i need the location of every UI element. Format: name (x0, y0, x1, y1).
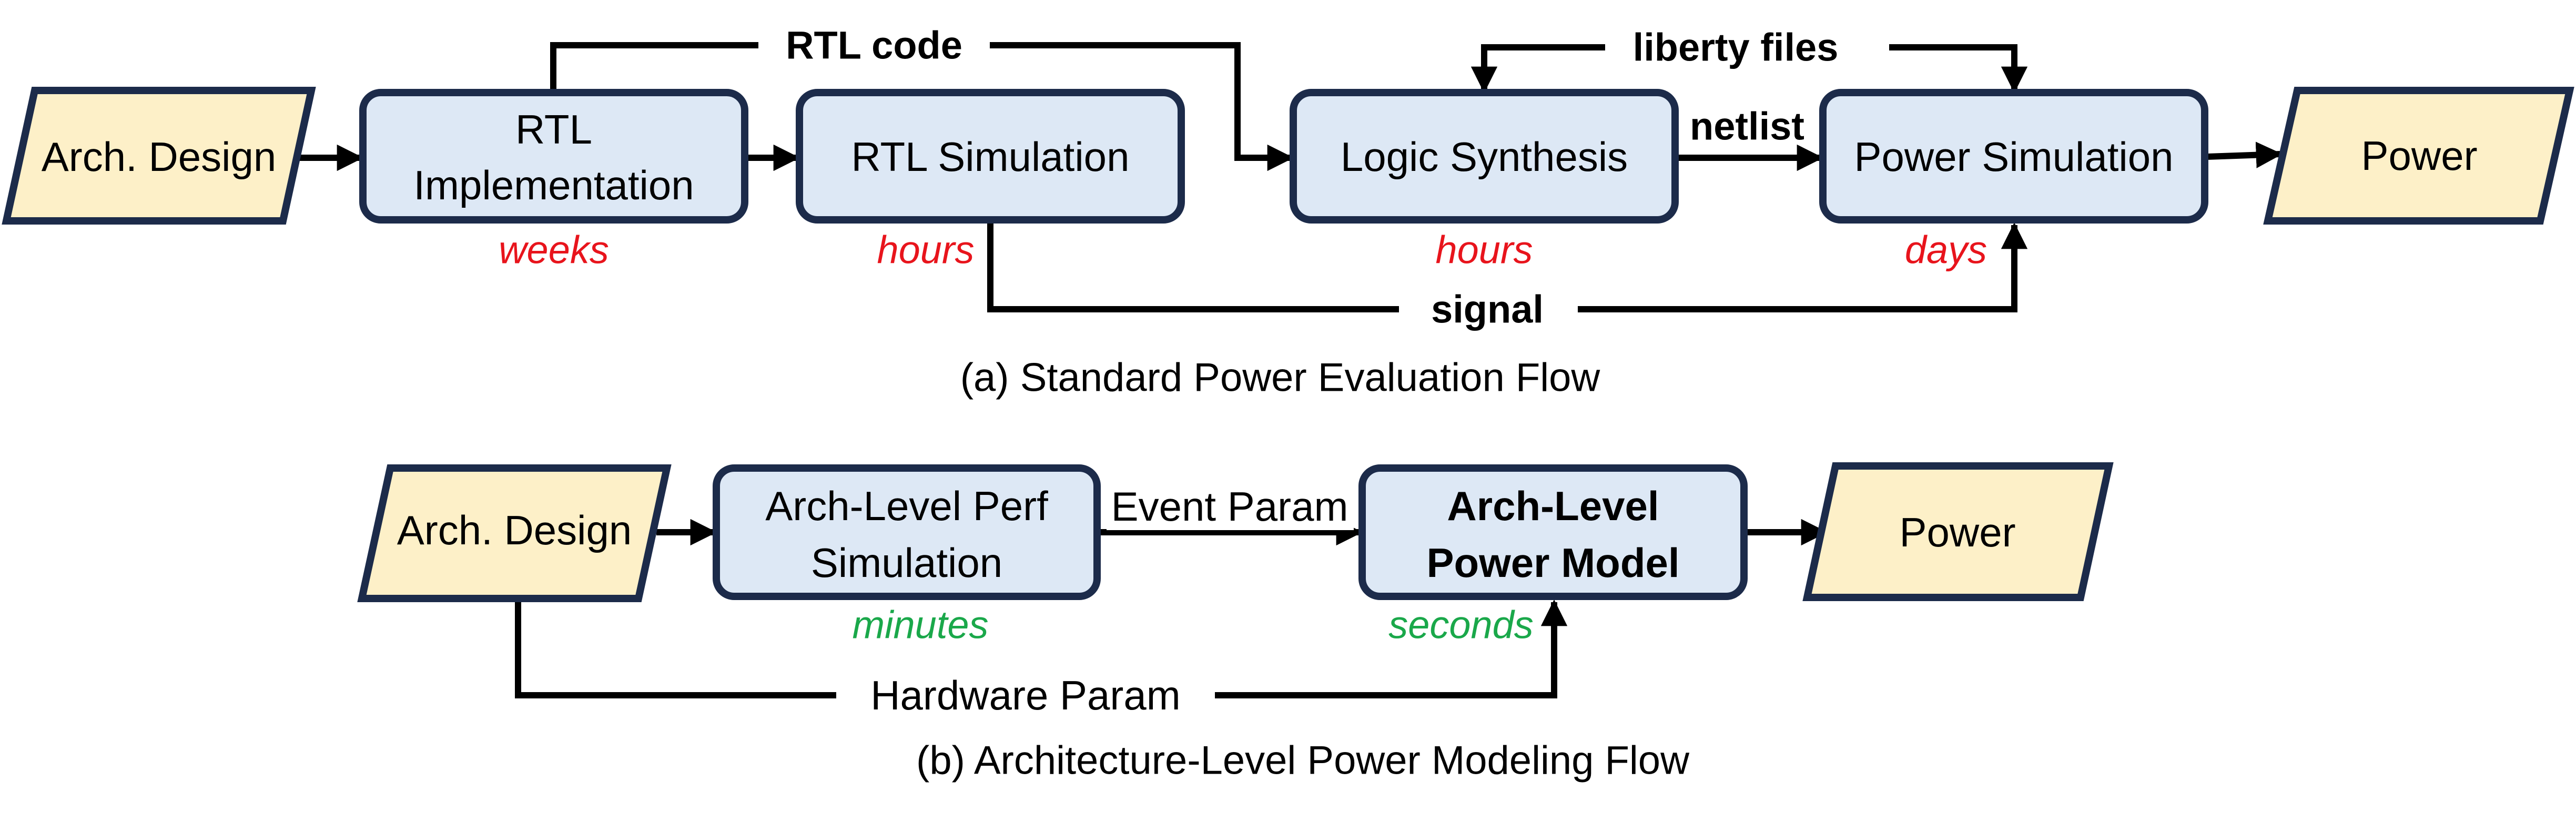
power-output-a (2263, 87, 2574, 225)
caption-flow-b: (b) Architecture-Level Power Modeling Fl… (916, 738, 1690, 783)
liberty-files-label-bg (1605, 21, 1889, 74)
flow-a: RTL code liberty files netlist signal Ar… (2, 19, 2574, 400)
rtl-implementation-label-2: Implementation (413, 162, 694, 208)
power-model-label-1: Arch-Level (1447, 483, 1659, 529)
power-simulation-label: Power Simulation (1854, 134, 2174, 180)
power-label-b: Power (1899, 509, 2015, 555)
time-weeks: weeks (499, 228, 609, 272)
rtl-code-label: RTL code (786, 24, 962, 67)
liberty-files-label: liberty files (1633, 26, 1839, 69)
time-days: days (1905, 228, 1987, 272)
wire-rtl-code (550, 42, 1294, 171)
rtl-implementation-label-1: RTL (515, 106, 592, 153)
power-model-box (1358, 464, 1748, 600)
power-simulation-box (1819, 89, 2208, 224)
time-minutes: minutes (852, 603, 988, 647)
logic-synthesis-box (1290, 89, 1679, 224)
perf-simulation-label-1: Arch-Level Perf (765, 483, 1048, 529)
rtl-code-label-bg (758, 19, 990, 72)
time-seconds: seconds (1388, 603, 1534, 647)
logic-synthesis-label: Logic Synthesis (1341, 134, 1628, 180)
perf-simulation-label-2: Simulation (811, 540, 1002, 586)
power-label-a: Power (2361, 133, 2477, 179)
power-model-label-2: Power Model (1426, 540, 1679, 586)
caption-flow-a: (a) Standard Power Evaluation Flow (960, 356, 1601, 400)
rtl-implementation-box (359, 89, 748, 224)
arch-design-input-a (2, 87, 316, 225)
perf-simulation-box (713, 464, 1101, 600)
arch-design-label-b: Arch. Design (397, 507, 632, 553)
arch-design-label-a: Arch. Design (42, 134, 277, 180)
rtl-simulation-label: RTL Simulation (851, 134, 1130, 180)
signal-label-bg (1399, 283, 1578, 336)
signal-label: signal (1431, 288, 1544, 331)
netlist-label: netlist (1690, 105, 1804, 148)
event-param-label: Event Param (1111, 483, 1348, 530)
rtl-simulation-box (796, 89, 1185, 224)
arch-design-input-b (357, 464, 672, 602)
event-param-label-bg (1107, 483, 1354, 530)
arrow-power-sim-to-power (2206, 141, 2283, 168)
time-hours-synth: hours (1435, 228, 1533, 272)
flow-b: Event Param Hardware Param Arch. Design … (357, 462, 2114, 783)
time-hours-rtl-sim: hours (877, 228, 974, 272)
hardware-param-label: Hardware Param (870, 672, 1181, 718)
wire-liberty-files-left (1470, 44, 1616, 94)
power-output-b (1802, 462, 2114, 601)
hardware-param-label-bg (836, 669, 1215, 722)
